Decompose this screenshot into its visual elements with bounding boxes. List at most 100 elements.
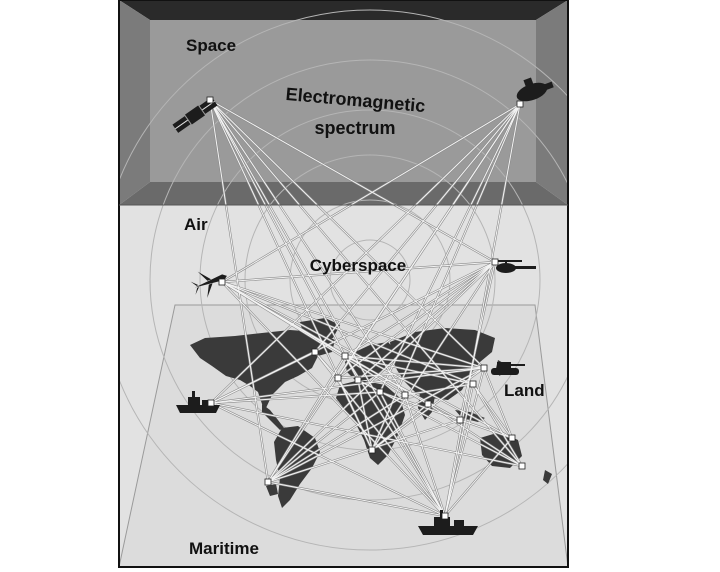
network-node <box>376 388 384 396</box>
network-link <box>472 383 523 467</box>
network-link <box>371 403 429 451</box>
network-link <box>221 281 513 439</box>
network-node <box>206 96 214 104</box>
network-link <box>344 355 446 517</box>
network-node <box>264 478 272 486</box>
continent-new-zealand <box>543 470 552 484</box>
network-link <box>209 99 446 517</box>
network-link <box>337 103 521 379</box>
network-node <box>218 278 226 286</box>
warship-icon <box>418 510 478 535</box>
network-node <box>491 258 499 266</box>
space-right-wall <box>536 0 568 205</box>
network-link <box>267 355 346 483</box>
continent-north-america <box>190 330 335 408</box>
network-link <box>267 261 496 483</box>
network-link <box>209 99 346 357</box>
network-node <box>480 364 488 372</box>
network-link <box>210 103 521 404</box>
network-link <box>209 99 485 369</box>
network-link <box>344 355 485 369</box>
network-link <box>337 261 496 379</box>
network-link <box>221 103 521 283</box>
space-left-wall <box>119 0 150 205</box>
network-link <box>209 99 523 467</box>
network-node <box>424 400 432 408</box>
network-link <box>210 351 316 404</box>
network-link <box>209 99 496 263</box>
maritime-label: Maritime <box>189 539 259 558</box>
network-link <box>404 394 446 517</box>
network-node <box>469 380 477 388</box>
network-link <box>444 383 474 517</box>
network-link <box>357 379 373 451</box>
network-link <box>379 103 521 393</box>
network-link <box>210 391 381 404</box>
warship-icon <box>176 391 220 413</box>
network-link <box>337 377 373 451</box>
network-link <box>379 391 446 517</box>
network-link <box>459 261 496 421</box>
space-label: Space <box>186 36 236 55</box>
network-link <box>221 281 429 405</box>
network-link <box>344 261 496 357</box>
network-link <box>371 261 496 451</box>
network-link <box>314 103 521 353</box>
network-node <box>516 100 524 108</box>
network-node <box>354 376 362 384</box>
air-label: Air <box>184 215 208 234</box>
network-link <box>221 281 446 517</box>
domain-box <box>118 0 569 568</box>
box-frame <box>118 0 569 568</box>
network-link <box>267 391 381 483</box>
network-node <box>518 462 526 470</box>
network-link <box>444 437 513 517</box>
network-node <box>456 416 464 424</box>
network-node <box>341 352 349 360</box>
network-link <box>267 481 446 517</box>
spectrum-label-line2: spectrum <box>314 118 395 138</box>
network-link <box>472 383 513 439</box>
network-link <box>267 394 406 483</box>
network-link <box>404 383 474 396</box>
network-node <box>368 446 376 454</box>
network-link <box>210 402 523 467</box>
space-ceiling <box>119 0 568 20</box>
network-link <box>221 281 485 369</box>
network-link <box>221 281 474 385</box>
network-link <box>267 419 461 483</box>
network-link <box>344 355 359 381</box>
satellite-icon <box>516 77 554 102</box>
network-node <box>508 434 516 442</box>
network-link <box>357 261 496 381</box>
network-link <box>210 367 485 404</box>
space-floor <box>119 182 568 205</box>
tank-icon <box>491 362 525 375</box>
network-link <box>344 355 474 385</box>
network-nodes <box>206 96 526 520</box>
network-link <box>221 261 496 283</box>
network-link <box>483 367 513 439</box>
network-link <box>210 402 446 517</box>
network-link <box>371 103 521 451</box>
land-label: Land <box>504 381 545 400</box>
continent-central-america <box>262 404 284 430</box>
network-link <box>337 367 485 379</box>
network-links <box>208 99 523 518</box>
network-link <box>314 351 339 379</box>
network-node <box>401 391 409 399</box>
network-link <box>344 355 461 421</box>
cyberspace-label: Cyberspace <box>310 256 406 275</box>
network-link <box>444 103 521 517</box>
network-link <box>427 403 523 467</box>
network-link <box>444 367 485 517</box>
continent-south-tip <box>266 484 278 496</box>
network-node <box>441 512 449 520</box>
network-link <box>209 99 406 396</box>
network-node <box>311 348 319 356</box>
node-icons <box>172 77 554 535</box>
network-link <box>267 367 485 483</box>
network-node <box>207 399 215 407</box>
network-link <box>379 391 513 439</box>
